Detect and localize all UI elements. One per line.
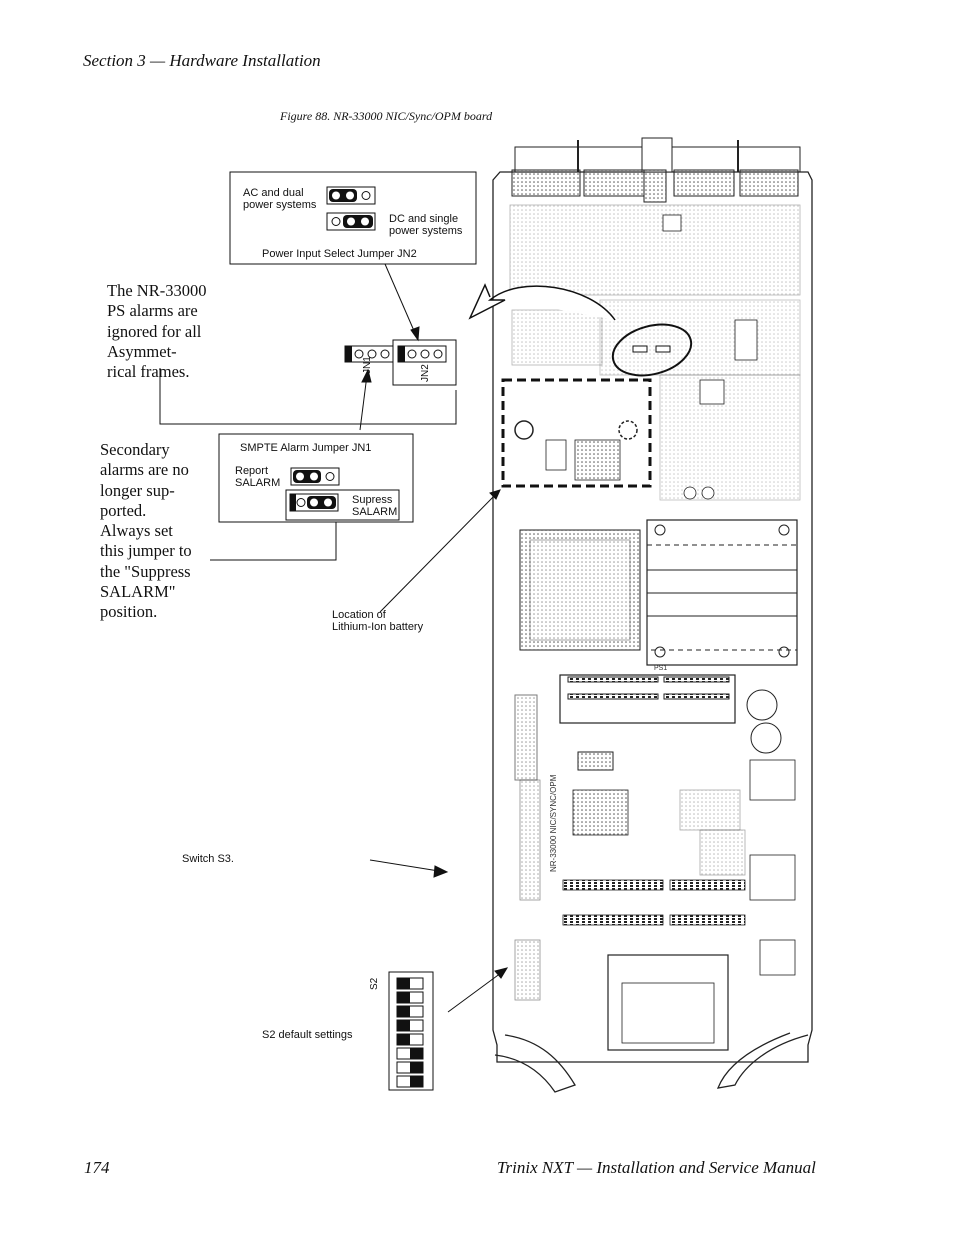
battery-label: Location of Lithium-Ion battery xyxy=(332,609,424,633)
jn2-board-label: JN2 xyxy=(420,364,431,382)
memory-slot xyxy=(514,674,782,781)
battery-region xyxy=(501,378,652,488)
jn2-ac-jumper xyxy=(326,186,376,205)
chip-area xyxy=(519,519,798,666)
jn2-dc-label: DC and single power systems xyxy=(389,213,463,237)
section-header: Section 3 — Hardware Installation xyxy=(83,51,321,70)
s2-name-label: S2 xyxy=(369,977,380,990)
footer-manual-title: Trinix NXT — Installation and Service Ma… xyxy=(497,1158,816,1177)
switch-s3-label: Switch S3. xyxy=(182,853,234,865)
jn1-suppress-jumper xyxy=(289,493,339,512)
footer-page-number: 174 xyxy=(84,1158,110,1177)
leader-lines xyxy=(159,263,509,1013)
jn1-title: SMPTE Alarm Jumper JN1 xyxy=(240,442,372,454)
figure-caption: Figure 88. NR-33000 NIC/Sync/OPM board xyxy=(280,109,493,123)
ejector-handles xyxy=(494,1032,809,1093)
ps1-label: PS1 xyxy=(654,665,668,672)
board-jumper-jn2 xyxy=(655,345,671,353)
upper-components xyxy=(509,204,801,501)
note-ps-alarms: The NR-33000 PS alarms are ignored for a… xyxy=(107,281,207,382)
top-connectors xyxy=(511,137,801,203)
jn2-pin-strip xyxy=(397,345,447,363)
s2-dip-switch xyxy=(388,971,434,1091)
jn2-dc-jumper xyxy=(326,212,376,231)
jn1-board-label: JN1 xyxy=(362,356,373,374)
jn2-ac-label: AC and dual power systems xyxy=(243,187,317,211)
s2-default-label: S2 default settings xyxy=(262,1029,353,1041)
jn1-pin-strip xyxy=(344,345,394,363)
jn1-report-label: Report SALARM xyxy=(235,465,281,489)
note-secondary-alarms: Secondary alarms are no longer sup- port… xyxy=(100,440,192,622)
board-name-label: NR-33000 NIC/SYNC/OPM xyxy=(549,774,558,872)
jn1-report-jumper xyxy=(290,467,340,486)
jumper-highlight-oval xyxy=(611,323,693,377)
lower-components xyxy=(514,759,796,1051)
board-outline xyxy=(492,171,813,1063)
jn2-title: Power Input Select Jumper JN2 xyxy=(262,248,417,260)
board-jumper-jn1 xyxy=(632,345,648,353)
jn1-suppress-label: Supress SALARM xyxy=(352,494,398,518)
curved-arrow xyxy=(468,283,616,321)
